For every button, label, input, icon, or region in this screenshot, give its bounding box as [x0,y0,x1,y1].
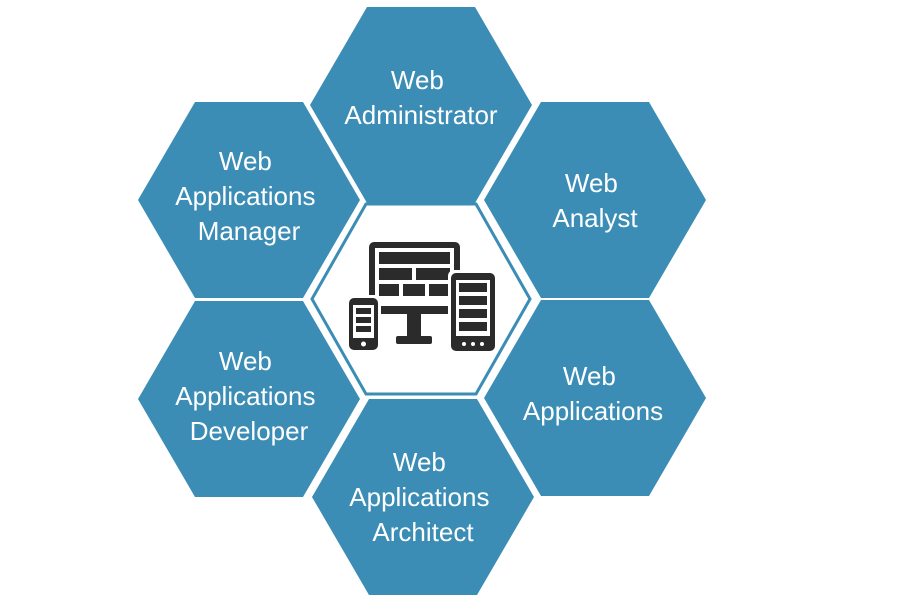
hexagon-web-applications: Web Applications [484,300,706,496]
hexagon-label: Web Applications [523,361,663,426]
responsive-devices-icon [346,242,498,354]
hexagon-web-applications-developer: Web Applications Developer [138,301,360,497]
center-hexagon [310,202,532,396]
hexagon-web-administrator: Web Administrator [310,7,532,203]
hexagon-label: Web Applications Manager [175,146,322,246]
hexagon-label: Web Administrator [344,65,497,130]
hexagon-shape [310,7,532,203]
phone-icon [346,295,381,353]
hexagon-label: Web Analyst [552,168,638,233]
hexagon-web-analyst: Web Analyst [484,102,706,298]
hexagon-shape [484,102,706,298]
hexagon-label: Web Applications Developer [175,346,322,446]
hexagon-shape [312,399,534,595]
hexagon-shape [138,102,360,298]
hexagon-web-applications-architect: Web Applications Architect [312,399,534,595]
hexagon-web-applications-manager: Web Applications Manager [138,102,360,298]
hexagon-shape [484,300,706,496]
monitor-icon [369,242,460,344]
tablet-icon [448,270,498,354]
hexagon-label: Web Applications Architect [349,447,496,547]
hexagon-shape [138,301,360,497]
